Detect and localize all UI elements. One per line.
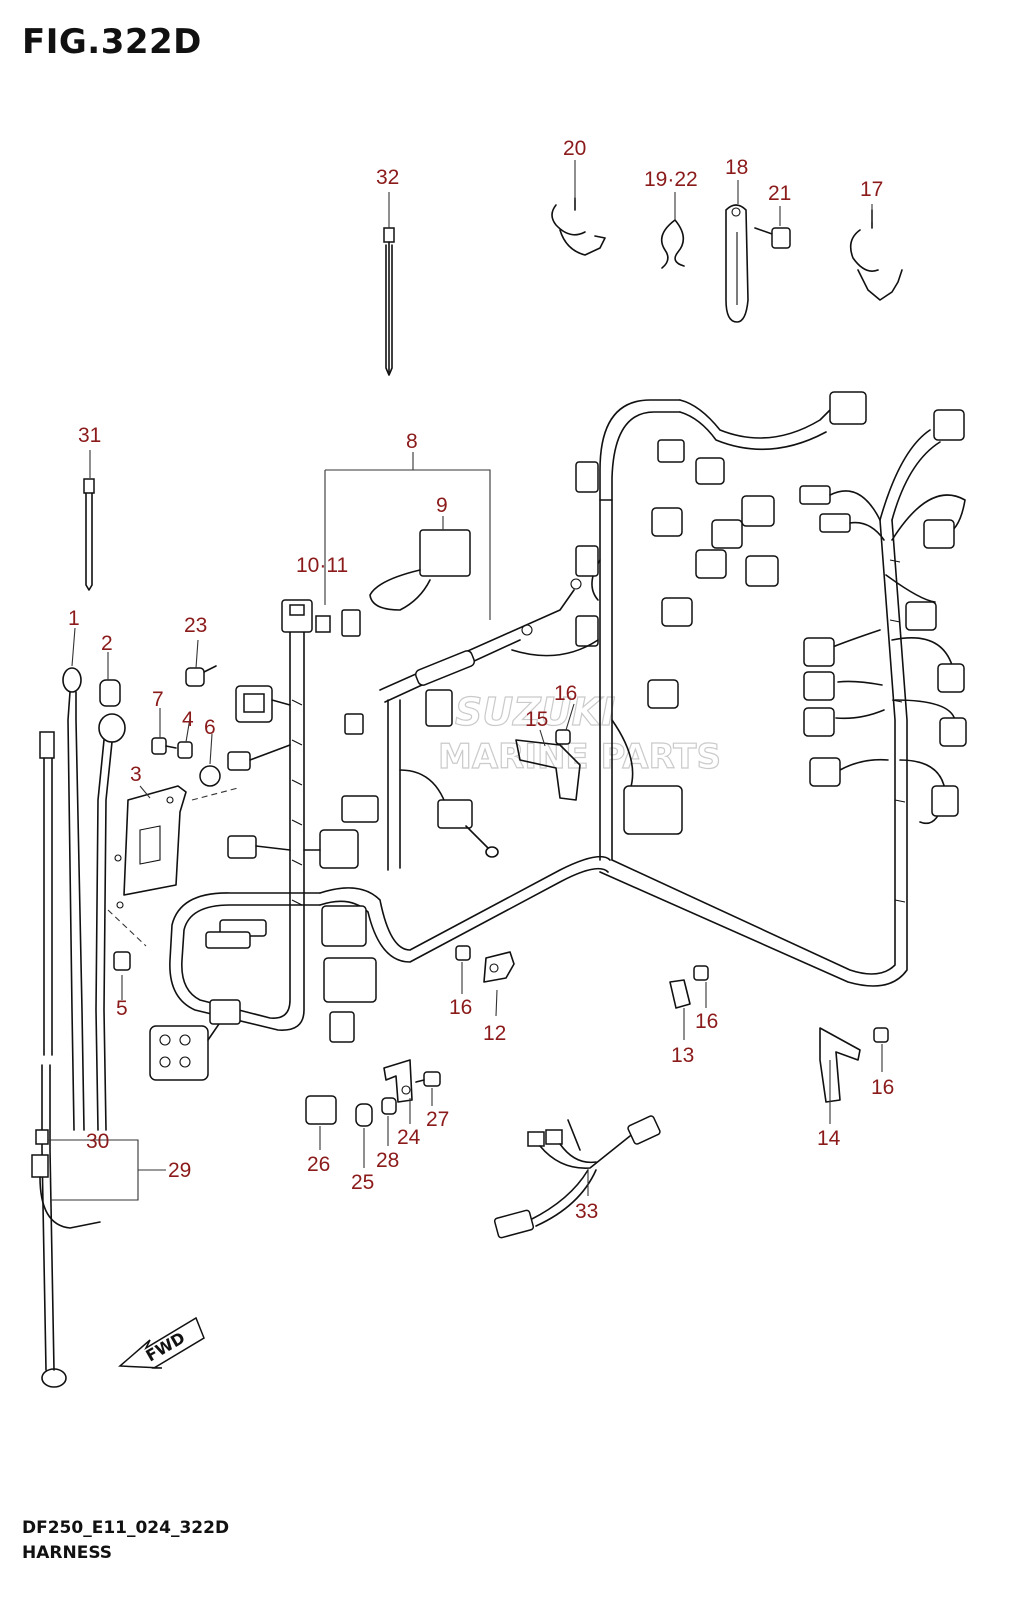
callout-labels: 1 2 3 4 5 6 7 8 9 10·11 12 13 14 15 16 1… (68, 137, 894, 1223)
part-15-bracket (515, 729, 581, 801)
part-9-relay (369, 529, 471, 611)
callout-15: 15 (525, 708, 548, 731)
part-2-grommet (99, 679, 121, 707)
part-29-cable (31, 731, 101, 1388)
part-23-bolt (185, 665, 217, 687)
callout-16a: 16 (554, 682, 577, 705)
callout-20: 20 (563, 137, 586, 160)
part-14-bracket (819, 1027, 889, 1103)
callout-24: 24 (397, 1126, 421, 1149)
part-27-bolt (415, 1071, 441, 1087)
part-26-cap (305, 1095, 337, 1125)
part-6-grommet (199, 765, 221, 787)
part-13-bracket (669, 965, 709, 1009)
callout-4: 4 (182, 708, 194, 731)
part-8-subharness (379, 578, 582, 871)
part-18-strap (725, 204, 749, 323)
part-12-clamp (455, 945, 515, 983)
part-30-fuse (35, 1129, 49, 1145)
callout-23: 23 (184, 614, 207, 637)
callout-16d: 16 (871, 1076, 894, 1099)
callout-33: 33 (575, 1200, 598, 1223)
callout-19-22: 19·22 (644, 168, 698, 191)
part-4-bolt (177, 741, 193, 759)
callout-3: 3 (130, 763, 142, 786)
watermark-line1: SUZUKI (455, 690, 615, 734)
part-33-subharness (493, 1115, 661, 1239)
part-25-collar (355, 1103, 373, 1127)
callout-29: 29 (168, 1159, 191, 1182)
callout-13: 13 (671, 1044, 694, 1067)
callout-21: 21 (768, 182, 791, 205)
callout-5: 5 (116, 997, 128, 1020)
part-19-22-clip (660, 219, 685, 269)
callout-8: 8 (406, 430, 418, 453)
callout-31: 31 (78, 424, 101, 447)
figure-code: DF250_E11_024_322D (22, 1518, 230, 1538)
callout-18: 18 (725, 156, 748, 179)
main-harness-right (511, 391, 967, 987)
callout-2: 2 (101, 632, 113, 655)
callout-25: 25 (351, 1171, 374, 1194)
callout-28: 28 (376, 1149, 399, 1172)
leader-lines (48, 160, 883, 1201)
callout-14: 14 (817, 1127, 841, 1150)
part-5-nut (113, 951, 131, 971)
part-32-cable-tie (383, 227, 395, 376)
part-20-clamp (551, 197, 606, 256)
callout-30: 30 (86, 1130, 109, 1153)
callout-10-11: 10·11 (296, 554, 348, 577)
callout-1: 1 (68, 607, 80, 630)
part-31-cable-tie (83, 478, 95, 591)
watermark: SUZUKI MARINE PARTS (437, 689, 721, 777)
callout-6: 6 (204, 716, 216, 739)
callout-7: 7 (152, 688, 164, 711)
main-harness-left (149, 599, 611, 1081)
part-24-bracket (383, 1059, 413, 1103)
fwd-direction-arrow: FWD (118, 1316, 205, 1369)
part-21-bolt (754, 227, 791, 249)
figure-title: FIG.322D (22, 22, 202, 62)
part-1-cable (62, 667, 85, 1131)
part-3-bracket (114, 785, 187, 909)
callout-16b: 16 (449, 996, 472, 1019)
part-17-clamp (849, 209, 903, 301)
figure-name: HARNESS (22, 1543, 113, 1563)
callout-12: 12 (483, 1022, 506, 1045)
callout-9: 9 (436, 494, 448, 517)
part-28-collar (381, 1097, 397, 1115)
callout-32: 32 (376, 166, 399, 189)
callout-27: 27 (426, 1108, 449, 1131)
callout-17: 17 (860, 178, 883, 201)
callout-16c: 16 (695, 1010, 718, 1033)
callout-26: 26 (307, 1153, 330, 1176)
part-1b-cable-eye (95, 713, 126, 1131)
part-7-bolt (151, 737, 177, 755)
